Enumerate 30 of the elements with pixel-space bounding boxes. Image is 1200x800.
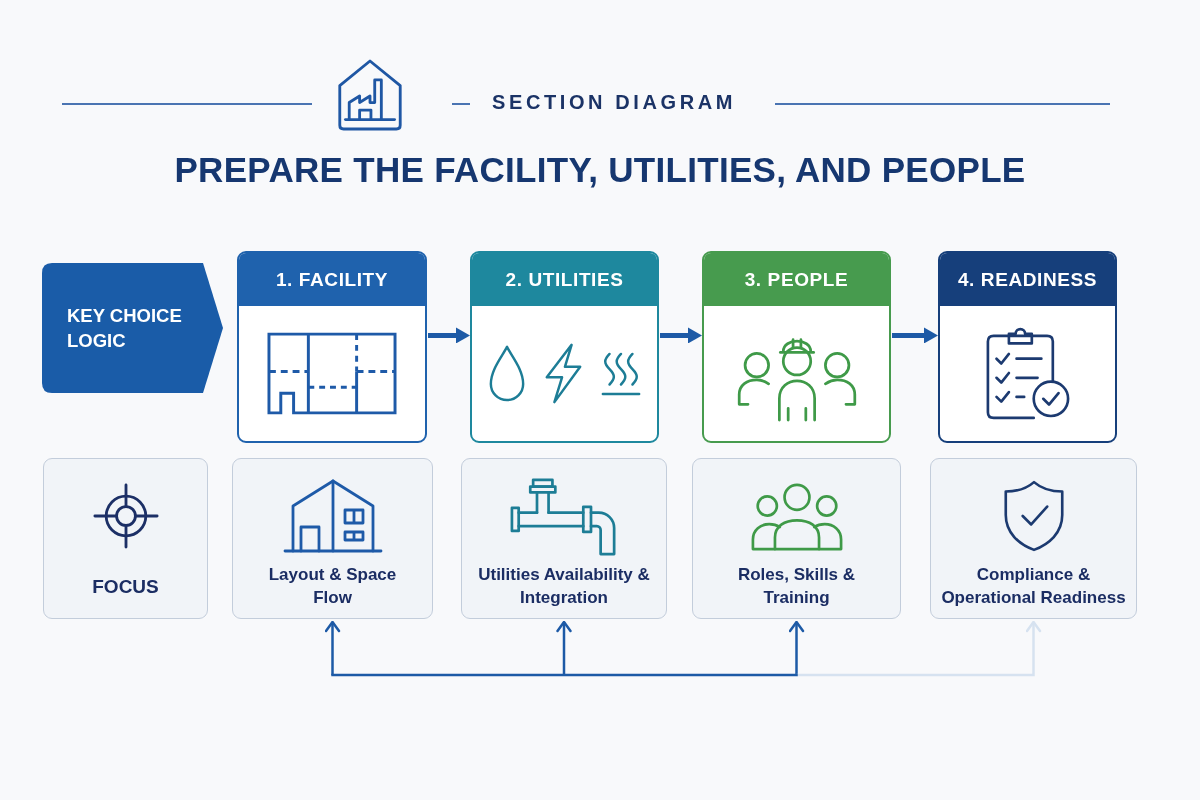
diagram-title: PREPARE THE FACILITY, UTILITIES, AND PEOPLE: [174, 150, 1026, 190]
arrow: [796, 620, 1042, 677]
step-card: [470, 251, 659, 443]
arrow: [428, 327, 470, 344]
arrow: [324, 620, 341, 677]
chevron-banner: [42, 263, 223, 393]
section-label: SECTION DIAGRAM: [492, 91, 736, 114]
connector-line: [331, 673, 798, 677]
arrow: [556, 620, 572, 677]
step-card: [702, 251, 891, 443]
arrow: [788, 620, 805, 677]
card-title: Utilities Availability & Integration: [477, 564, 651, 609]
card-title: FOCUS: [92, 574, 159, 598]
info-card: [930, 458, 1137, 619]
card-title: Layout & Space Flow: [267, 564, 398, 609]
card-header: 3. PEOPLE: [704, 253, 889, 306]
info-card: [692, 458, 901, 619]
step-card: [938, 251, 1117, 443]
arrow: [660, 327, 702, 344]
info-card: [232, 458, 433, 619]
info-card: [43, 458, 208, 619]
card-header: 2. UTILITIES: [472, 253, 657, 306]
card-title: Roles, Skills & Training: [736, 564, 857, 609]
card-title: Compliance & Operational Readiness: [940, 564, 1127, 609]
card-header: 4. READINESS: [940, 253, 1115, 306]
card-header: 1. FACILITY: [239, 253, 425, 306]
banner-label: KEY CHOICE LOGIC: [67, 304, 183, 353]
info-card: [461, 458, 667, 619]
arrow: [892, 327, 938, 344]
step-card: [237, 251, 427, 443]
